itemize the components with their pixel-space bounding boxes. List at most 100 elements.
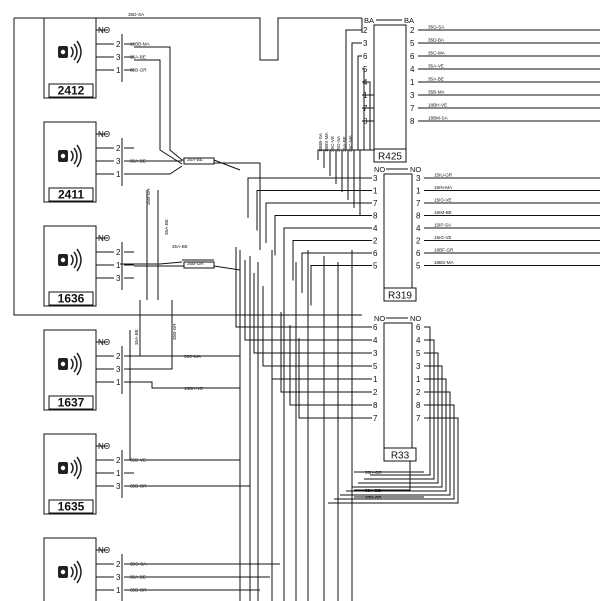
relay-pin-left: 3: [373, 349, 378, 358]
relay-wire-label: 15IG-VE: [434, 235, 452, 240]
relay-id-box: [383, 447, 417, 462]
detector-box: [43, 537, 97, 601]
relay-wire-label: 35B-MA: [428, 90, 446, 95]
relay-pin-left: 2: [363, 26, 368, 35]
relay-pin-left: 3: [363, 39, 368, 48]
relay-header-left: NO: [374, 165, 385, 174]
relay-body: [373, 24, 407, 152]
sound-wave-icon: [73, 355, 78, 373]
speaker-dot: [60, 49, 66, 55]
sound-wave-icon: [76, 352, 82, 376]
relay-id-box: [383, 287, 417, 302]
detector-id: 1635: [58, 500, 85, 514]
detector-id: 2412: [58, 84, 85, 98]
relay-pin-left: 6: [373, 323, 378, 332]
detector-pin: 1: [116, 586, 121, 595]
relay-pin-right: 1: [410, 78, 415, 87]
sound-wave-icon: [76, 248, 82, 272]
detector-pin: 3: [116, 365, 121, 374]
wire-label-bundle: 35A-BE: [342, 136, 347, 152]
r33-return-wire: [346, 378, 447, 492]
relay-id-box: [373, 148, 407, 163]
wire-label-group: 35D-SA35A-BE35B-GR35A-BE35B-GR35A-BE35A-…: [128, 12, 383, 500]
speaker-dot: [60, 153, 66, 159]
r33-in-wire: [235, 247, 372, 328]
r33-return-wire: [334, 404, 455, 500]
wire-label-bundle: 35C-MA: [348, 134, 353, 152]
relay-pin-right: 7: [410, 104, 415, 113]
sound-wave-icon: [73, 563, 78, 581]
detector-pin: 2: [116, 352, 121, 361]
r319-in-wire: [247, 177, 372, 218]
relay-pin-left: 1: [373, 375, 378, 384]
r33-return-wire: [340, 391, 451, 496]
relay-pin-left: 7: [363, 104, 368, 113]
relay-pin-left: 5: [373, 362, 378, 371]
wire: [134, 300, 141, 357]
relay-wire-label: 15IU-GR: [434, 173, 453, 178]
detector-pin: 1: [116, 261, 121, 270]
detector-id-box: [48, 187, 94, 202]
speaker-icon: [58, 40, 82, 64]
relay-pin-right: 3: [416, 174, 421, 183]
sound-wave-icon: [73, 147, 78, 165]
relay-pin-right: 6: [410, 52, 415, 61]
wire-label: 35B-GR: [130, 68, 147, 73]
top-wire: [14, 17, 362, 61]
wire-label-junction-a: 35A-BE: [187, 157, 203, 162]
sound-wave-icon: [76, 560, 82, 584]
detector-pin: 1: [116, 378, 121, 387]
relay-pin-right: 5: [416, 349, 421, 358]
detector-pin: 3: [116, 53, 121, 62]
wire-label-vertical: 35B-GR: [172, 323, 177, 340]
relay-pin-right: 6: [416, 323, 421, 332]
relay-pin-right: 8: [416, 212, 421, 221]
relay-pin-right: 5: [410, 39, 415, 48]
sound-wave-icon: [70, 254, 74, 266]
speaker-dot: [60, 569, 66, 575]
wire-label: 18BB-MA: [130, 42, 151, 47]
detector-id-box: [48, 395, 94, 410]
wire-label: 35A-BE: [130, 55, 146, 60]
sound-wave-icon: [76, 456, 82, 480]
r319-in-wire: [310, 265, 372, 306]
junction-box: [183, 261, 215, 269]
wire-label-bundle: 35C-VE: [330, 136, 335, 152]
detector-id: 1636: [58, 292, 85, 306]
sound-wave-icon: [73, 251, 78, 269]
sound-wave-icon: [70, 358, 74, 370]
relay-wire-label: 15IN-MA: [434, 185, 453, 190]
r33-in-wire: [280, 312, 372, 393]
wire-label-35b: 35B-GR: [365, 495, 382, 500]
r33-return-wire: [352, 365, 443, 488]
relay-wire-label: 18BM-SA: [428, 116, 449, 121]
relay-wire-label: 35C-MA: [428, 51, 446, 56]
speaker-icon: [58, 248, 82, 272]
relay-wire-label: 18BH-VE: [428, 103, 447, 108]
detector-id: 2411: [58, 188, 84, 202]
wire-label-bundle: 35D-SA: [336, 135, 341, 152]
relay-pin-right: 4: [410, 65, 415, 74]
r33-return-wire: [370, 326, 431, 476]
junction-box: [183, 157, 215, 165]
r319-in-wire: [292, 240, 372, 281]
sound-wave-icon: [76, 144, 82, 168]
wire-label: 35B-GR: [130, 588, 147, 593]
wire-label-mid: 35A-BE: [172, 244, 188, 249]
sound-wave-icon: [70, 462, 74, 474]
wire: [120, 261, 183, 265]
wire: [134, 59, 183, 165]
wire-label-junction-b: 35B-GR: [187, 261, 204, 266]
detector-pin: 2: [116, 248, 121, 257]
relay-pin-left: 4: [373, 224, 378, 233]
sound-wave-icon: [70, 150, 74, 162]
detector-pin: 3: [116, 274, 121, 283]
detector-id: 1637: [58, 396, 85, 410]
relay-pin-right: 6: [416, 249, 421, 258]
